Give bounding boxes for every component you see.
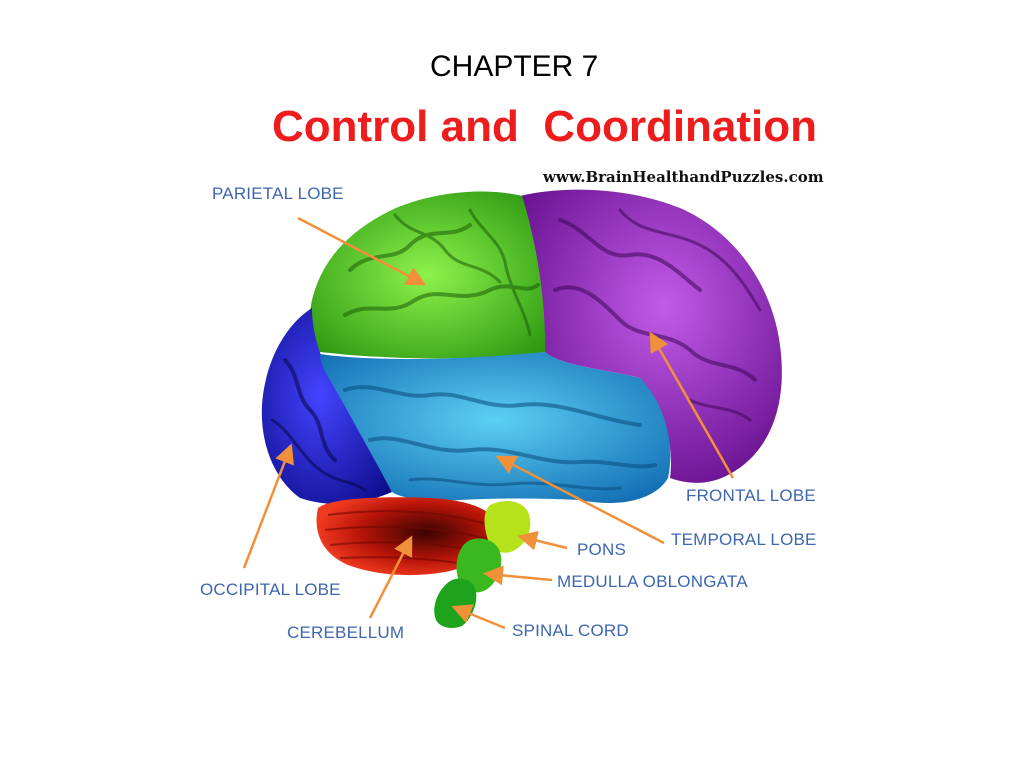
leader-arrows (242, 216, 735, 630)
label-spinal-cord: SPINAL CORD (512, 621, 629, 640)
spinal-cord-shape (434, 578, 477, 628)
arrow-spinal (451, 604, 506, 630)
source-watermark: www.BrainHealthandPuzzles.com (543, 168, 824, 186)
arrow-temporal (495, 455, 665, 545)
label-temporal-lobe: TEMPORAL LOBE (671, 530, 817, 549)
label-parietal-lobe: PARIETAL LOBE (212, 184, 344, 203)
arrow-medulla (483, 565, 553, 586)
label-pons: PONS (577, 540, 626, 559)
label-cerebellum: CEREBELLUM (287, 623, 405, 642)
arrow-frontal (649, 331, 735, 479)
arrow-pons (517, 530, 568, 551)
slide-title: Control and Coordination (272, 102, 818, 151)
gyri-texture (270, 208, 762, 492)
arrow-occipital (242, 443, 294, 569)
chapter-heading: CHAPTER 7 (430, 50, 599, 83)
label-medulla-oblongata: MEDULLA OBLONGATA (557, 572, 748, 591)
occipital-lobe (261, 308, 392, 504)
label-frontal-lobe: FRONTAL LOBE (686, 486, 816, 505)
temporal-lobe (320, 352, 671, 504)
label-occipital-lobe: OCCIPITAL LOBE (200, 580, 341, 599)
arrow-cerebellum (368, 535, 413, 619)
arrow-parietal (297, 216, 427, 286)
